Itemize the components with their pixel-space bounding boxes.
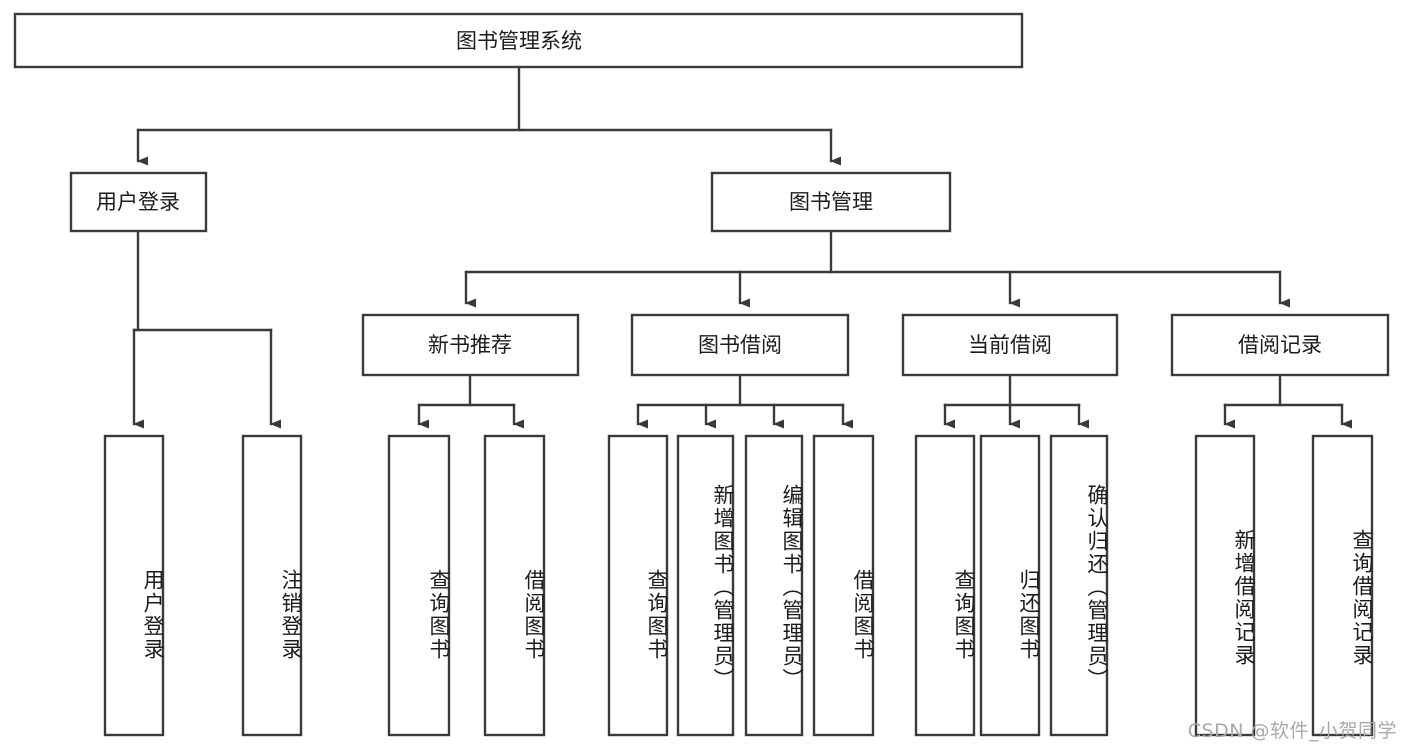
connector-userlogin-to-leaves — [132, 229, 281, 429]
connector-newbook-to-leaves — [417, 373, 524, 429]
node-user-login-label: 用户登录 — [96, 190, 180, 214]
leaf-node-bookborrow-query[interactable] — [607, 434, 669, 737]
node-root-system-label: 图书管理系统 — [456, 29, 582, 53]
connector-root-to-level2 — [136, 65, 841, 166]
leaf-node-borrowrecord-add[interactable] — [1194, 434, 1256, 737]
node-current-borrow-label: 当前借阅 — [968, 333, 1052, 357]
leaf-node-user-login-logout[interactable] — [241, 434, 303, 737]
connector-borrowrecord-to-leaves — [1223, 373, 1352, 429]
node-borrow-record-label: 借阅记录 — [1238, 333, 1322, 357]
leaf-node-bookborrow-borrow[interactable] — [812, 434, 875, 737]
leaf-node-newbook-query[interactable] — [387, 434, 451, 737]
node-current-borrow[interactable]: 当前借阅 — [901, 313, 1119, 377]
node-user-login[interactable]: 用户登录 — [69, 171, 208, 233]
leaf-node-newbook-borrow[interactable] — [483, 434, 546, 737]
node-new-book-recommend-label: 新书推荐 — [428, 333, 512, 357]
node-borrow-record[interactable]: 借阅记录 — [1170, 313, 1390, 377]
leaf-node-currentborrow-return[interactable] — [979, 434, 1041, 737]
node-book-borrow-label: 图书借阅 — [698, 333, 782, 357]
leaf-node-bookborrow-edit[interactable] — [744, 434, 804, 737]
node-new-book-recommend[interactable]: 新书推荐 — [361, 313, 580, 377]
leaf-node-currentborrow-query[interactable] — [914, 434, 976, 737]
csdn-watermark: CSDN @软件_小贺同学 — [1187, 720, 1397, 742]
node-book-management[interactable]: 图书管理 — [710, 171, 952, 233]
node-book-borrow[interactable]: 图书借阅 — [630, 313, 850, 377]
node-book-management-label: 图书管理 — [789, 190, 873, 214]
connector-bookborrow-to-leaves — [636, 373, 853, 429]
connector-currentborrow-to-leaves — [943, 373, 1089, 429]
leaf-node-borrowrecord-query[interactable] — [1311, 434, 1374, 737]
leaf-node-currentborrow-confirm[interactable] — [1049, 434, 1109, 737]
connector-bookmgmt-to-level3 — [464, 229, 1290, 308]
leaf-node-user-login-login[interactable] — [103, 434, 165, 737]
node-root-system[interactable]: 图书管理系统 — [13, 12, 1024, 69]
leaf-node-bookborrow-add[interactable] — [676, 434, 735, 737]
